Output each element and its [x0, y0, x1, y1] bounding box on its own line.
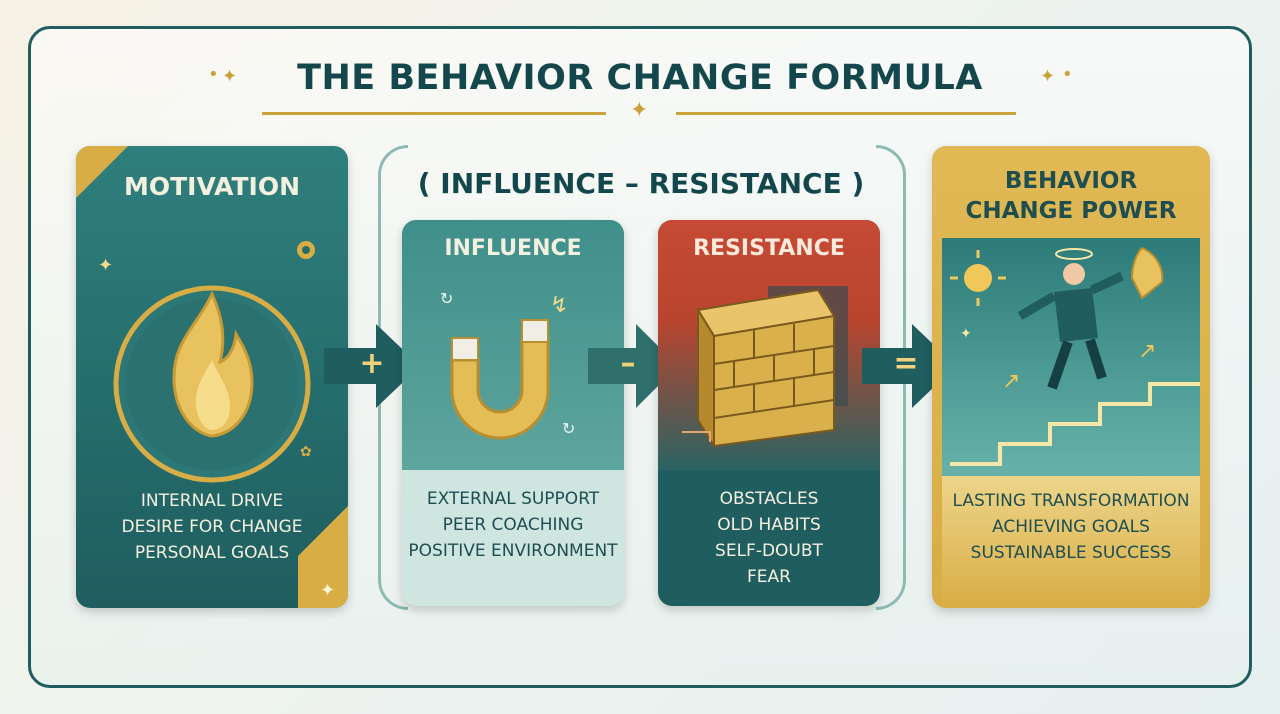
svg-text:✿: ✿ [300, 444, 312, 460]
svg-text:↗: ↗ [1002, 369, 1020, 394]
brick-wall-icon [682, 286, 848, 450]
plus-operator: + [359, 346, 385, 381]
influence-details: EXTERNAL SUPPORT PEER COACHING POSITIVE … [402, 486, 624, 564]
list-item: SUSTAINABLE SUCCESS [970, 543, 1172, 563]
power-title: BEHAVIOR CHANGE POWER [965, 168, 1177, 224]
sparkle-icon: ✦ [630, 98, 649, 123]
list-item: DESIRE FOR CHANGE [121, 517, 303, 537]
magnet-icon: ↯ ↻ ↻ [440, 289, 575, 440]
svg-text:↗: ↗ [1138, 339, 1156, 364]
list-item: FEAR [747, 567, 791, 587]
motivation-details: INTERNAL DRIVE DESIRE FOR CHANGE PERSONA… [76, 488, 348, 566]
resistance-title: RESISTANCE [693, 236, 845, 261]
plus-arrow [324, 324, 420, 408]
svg-text:✦: ✦ [960, 326, 972, 342]
motivation-card: MOTIVATION ✦ ✿ ✦ INTERNAL DRIVE DESIRE F… [76, 146, 348, 608]
list-item: PEER COACHING [442, 515, 584, 535]
svg-text:✦: ✦ [98, 255, 113, 276]
sparkle-icon: • [208, 64, 219, 85]
svg-text:↻: ↻ [562, 419, 575, 438]
motivation-title: MOTIVATION [123, 172, 301, 201]
svg-text:↯: ↯ [550, 293, 568, 318]
behavior-change-power-card: BEHAVIOR CHANGE POWER ↗ ↗ ✦ LASTING TRAN… [932, 146, 1210, 608]
list-item: ACHIEVING GOALS [992, 517, 1150, 537]
resistance-card: RESISTANCE OBSTACLES OLD HABITS SELF-DOU… [658, 220, 880, 606]
resistance-details: OBSTACLES OLD HABITS SELF-DOUBT FEAR [658, 486, 880, 590]
svg-text:✦: ✦ [320, 580, 335, 601]
power-details: LASTING TRANSFORMATION ACHIEVING GOALS S… [932, 488, 1210, 566]
minus-operator: – [620, 346, 636, 381]
sparkle-icon: ✦ [222, 66, 238, 87]
list-item: EXTERNAL SUPPORT [426, 489, 600, 509]
list-item: LASTING TRANSFORMATION [952, 491, 1190, 511]
list-item: PERSONAL GOALS [134, 543, 290, 563]
list-item: SELF-DOUBT [715, 541, 823, 561]
list-item: INTERNAL DRIVE [140, 491, 284, 511]
list-item: OBSTACLES [719, 489, 819, 509]
minus-arrow [588, 324, 678, 408]
formula-label: ( INFLUENCE – RESISTANCE ) [417, 167, 865, 200]
influence-title: INFLUENCE [444, 236, 582, 261]
power-details-panel [942, 476, 1200, 608]
list-item: OLD HABITS [717, 515, 821, 535]
equals-operator: = [893, 346, 919, 381]
list-item: POSITIVE ENVIRONMENT [408, 541, 618, 561]
influence-card: INFLUENCE ↯ ↻ ↻ EXTERNAL SUPPORT PEER CO… [402, 220, 624, 606]
page-title: THE BEHAVIOR CHANGE FORMULA [297, 58, 983, 98]
title-underline [262, 112, 606, 115]
sparkle-icon: • [1062, 64, 1073, 85]
flame-icon: ✦ ✿ ✦ [98, 241, 348, 608]
svg-text:↻: ↻ [440, 289, 453, 308]
sparkle-icon: ✦ [1040, 66, 1056, 87]
title-underline [676, 112, 1016, 115]
corner-accent [76, 146, 128, 198]
